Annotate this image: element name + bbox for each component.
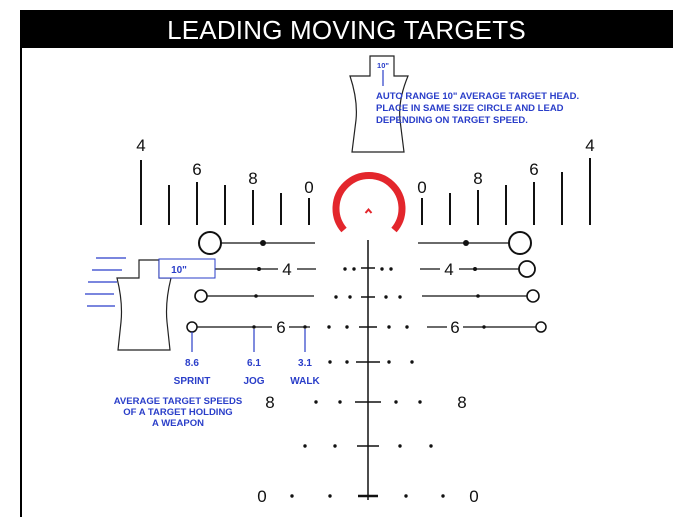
lead-dot — [398, 444, 402, 448]
top-target-outline — [349, 55, 409, 153]
top-target-note-line-2: PLACE IN SAME SIZE CIRCLE AND LEAD — [376, 103, 564, 114]
moving-target: 10" — [85, 257, 216, 351]
lead-dot — [352, 267, 356, 271]
center-circle — [332, 171, 406, 233]
lead-circle — [508, 231, 532, 255]
lead-dot — [338, 400, 342, 404]
lead-dot — [345, 360, 349, 364]
lead-circle — [198, 231, 222, 255]
lead-dot — [404, 494, 408, 498]
speed-caption-line-3: A WEAPON — [152, 418, 204, 429]
lead-label-row4-left: 6 — [276, 318, 285, 337]
lead-dot — [290, 494, 294, 498]
speed-caption: AVERAGE TARGET SPEEDS OF A TARGET HOLDIN… — [114, 396, 242, 429]
lead-dot — [389, 267, 393, 271]
speed-pointers — [191, 329, 306, 352]
lead-dot — [252, 325, 256, 329]
lead-label-row7-right: 8 — [457, 393, 466, 412]
lead-dot — [387, 360, 391, 364]
top-target-note-line-1: AUTO RANGE 10" AVERAGE TARGET HEAD. — [376, 91, 579, 102]
center-chevron-icon — [364, 207, 373, 214]
lead-circle — [194, 289, 208, 303]
lead-dot — [476, 294, 480, 298]
speed-label-jog: JOG — [243, 376, 264, 387]
lead-dot — [429, 444, 433, 448]
lead-circle — [526, 289, 540, 303]
vertical-stadia — [355, 240, 381, 500]
page-title: LEADING MOVING TARGETS — [20, 10, 673, 48]
hash-label-right-0: 0 — [417, 178, 426, 197]
hash-label-right-8: 8 — [473, 169, 482, 188]
lead-dot — [314, 400, 318, 404]
lead-dot — [260, 240, 266, 246]
lead-label-bottom-right: 0 — [469, 487, 478, 506]
lead-circle — [518, 260, 536, 278]
lead-label-row4-right: 6 — [450, 318, 459, 337]
lead-label-row2-left: 4 — [282, 260, 291, 279]
lead-dot — [328, 360, 332, 364]
lead-dot — [348, 295, 352, 299]
hash-label-left-0: 0 — [304, 178, 313, 197]
lead-circle — [535, 321, 547, 333]
top-target-head-label: 10" — [377, 61, 389, 70]
lead-dot — [387, 325, 391, 329]
lead-row-2: 4 4 — [197, 260, 536, 279]
lead-row-3 — [194, 289, 540, 303]
speed-value-sprint: 8.6 — [185, 358, 199, 369]
speed-value-walk: 3.1 — [298, 358, 312, 369]
hash-label-right-6: 6 — [529, 160, 538, 179]
lead-dots-lower — [290, 360, 445, 498]
lead-label-row2-right: 4 — [444, 260, 453, 279]
hash-label-left-6: 6 — [192, 160, 201, 179]
lead-dot — [384, 295, 388, 299]
speed-label-sprint: SPRINT — [174, 376, 211, 387]
lead-dot — [303, 444, 307, 448]
moving-target-outline — [116, 259, 172, 351]
top-target-note-line-3: DEPENDING ON TARGET SPEED. — [376, 115, 528, 126]
speed-labels: 8.6 SPRINT 6.1 JOG 3.1 WALK — [174, 358, 321, 387]
lead-dot — [327, 325, 331, 329]
lead-dot — [394, 400, 398, 404]
lead-dot — [410, 360, 414, 364]
lead-dot — [463, 240, 469, 246]
lead-dot — [380, 267, 384, 271]
hash-marks — [140, 158, 591, 225]
moving-target-head-box — [158, 258, 216, 279]
hash-label-left-8: 8 — [248, 169, 257, 188]
lead-dot — [482, 325, 486, 329]
lead-dot — [257, 267, 261, 271]
lead-dot — [345, 325, 349, 329]
lead-dot — [405, 325, 409, 329]
lead-label-row7-left: 8 — [265, 393, 274, 412]
top-target-silhouette: 10" — [349, 55, 409, 153]
motion-lines-icon — [85, 257, 126, 307]
speed-caption-line-1: AVERAGE TARGET SPEEDS — [114, 396, 242, 407]
lead-row-1 — [198, 231, 532, 255]
lead-dot — [328, 494, 332, 498]
hash-label-right-4: 4 — [585, 136, 594, 155]
lead-row-4: 6 6 — [186, 318, 547, 337]
lead-dot — [333, 444, 337, 448]
lead-dot — [343, 267, 347, 271]
lead-dot — [334, 295, 338, 299]
lead-label-bottom-left: 0 — [257, 487, 266, 506]
hash-label-left-4: 4 — [136, 136, 145, 155]
lead-dot — [441, 494, 445, 498]
lead-dot — [398, 295, 402, 299]
lead-dot — [254, 294, 258, 298]
speed-label-walk: WALK — [290, 376, 320, 387]
speed-value-jog: 6.1 — [247, 358, 261, 369]
lead-dot — [418, 400, 422, 404]
moving-target-head-label: 10" — [171, 265, 187, 276]
lead-circle — [186, 321, 198, 333]
top-target-note: AUTO RANGE 10" AVERAGE TARGET HEAD. PLAC… — [376, 91, 579, 126]
frame-left-border — [20, 10, 22, 517]
speed-caption-line-2: OF A TARGET HOLDING — [123, 407, 232, 418]
red-arc — [332, 171, 406, 233]
lead-dot — [303, 325, 307, 329]
lead-dot — [473, 267, 477, 271]
